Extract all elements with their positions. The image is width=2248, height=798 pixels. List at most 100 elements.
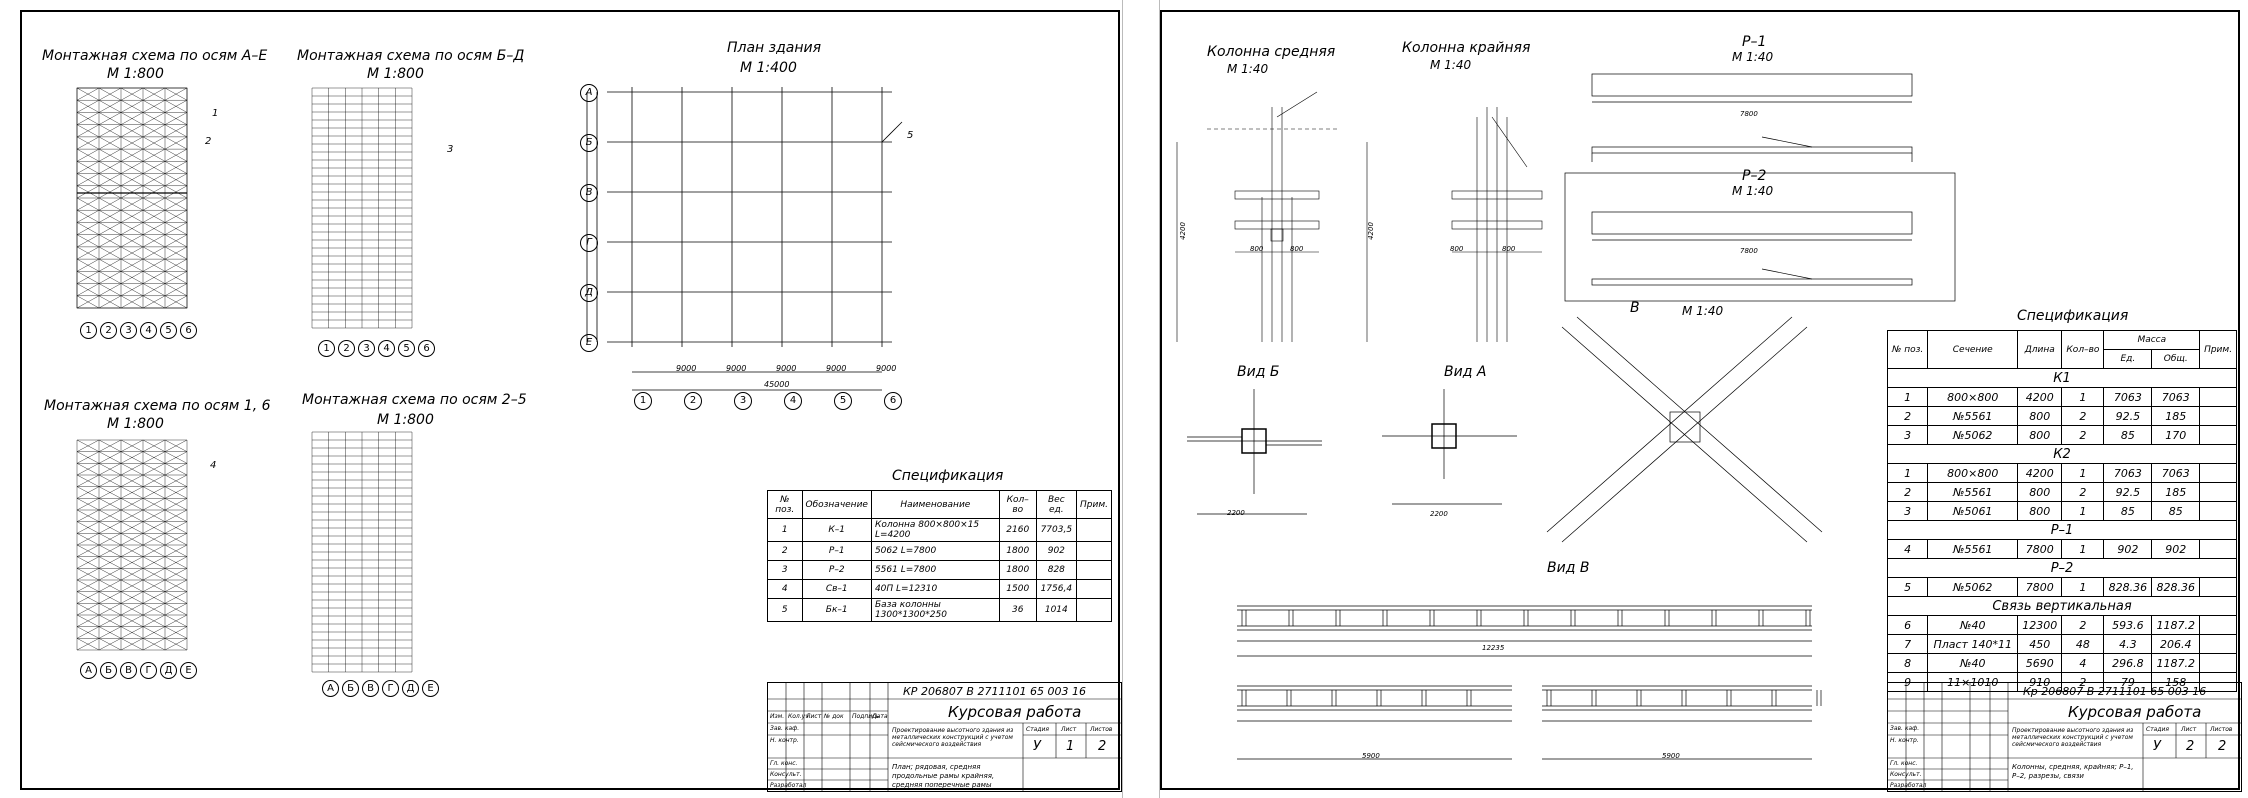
- role-2-2: Н. контр.: [1890, 737, 1919, 744]
- table-cell: [2199, 653, 2237, 673]
- table-cell: 4200: [2017, 387, 2063, 407]
- rev-col-3: Лист: [806, 713, 822, 720]
- table-cell: 92.5: [2103, 406, 2153, 426]
- table-cell: 3: [767, 560, 803, 580]
- table-cell: 2: [2061, 615, 2105, 635]
- table-cell: 7063: [2151, 387, 2201, 407]
- sheet-value-2: 2: [2186, 739, 2195, 754]
- plan-col-bubble: 2: [684, 392, 702, 410]
- table-cell: [2199, 387, 2237, 407]
- plan-row-bubble: В: [580, 184, 598, 202]
- view-v-drawing: [1237, 605, 1822, 760]
- scheme-ae-drawing: [76, 87, 188, 309]
- brace-total: 12235: [1482, 644, 1505, 652]
- table-cell: Масса: [2103, 330, 2201, 350]
- sheet-gap: [1122, 0, 1160, 798]
- plan-col-bubble: 3: [734, 392, 752, 410]
- doc-desc-1: Проектирование высотного здания из метал…: [892, 727, 1014, 748]
- table-cell: Наименование: [870, 490, 1000, 519]
- table-cell: 828: [1035, 560, 1077, 580]
- view-v-scale: М 1:40: [1682, 304, 1724, 318]
- table-cell: 1: [1886, 387, 1929, 407]
- view-b-title: Вид Б: [1237, 364, 1280, 380]
- table-cell: 2: [2061, 425, 2105, 445]
- table-cell: [1075, 541, 1113, 561]
- axis-bubble: 4: [140, 322, 157, 339]
- table-cell: 4200: [2017, 463, 2063, 483]
- col-mid-scale: М 1:40: [1227, 62, 1269, 76]
- view-v-label: В: [1630, 300, 1640, 316]
- r2-title: Р–2: [1742, 168, 1767, 184]
- table-cell: 170: [2151, 425, 2201, 445]
- table-cell: 800: [2017, 425, 2063, 445]
- axis-bubble: Е: [422, 680, 439, 697]
- plan-title: План здания: [727, 40, 822, 56]
- plan-dim-total: 45000: [764, 380, 790, 389]
- table-cell: 593.6: [2103, 615, 2153, 635]
- plan-scale: М 1:400: [740, 60, 797, 76]
- axis-bubble: В: [120, 662, 137, 679]
- axis-bubble: 5: [160, 322, 177, 339]
- plan-col-bubble: 5: [834, 392, 852, 410]
- table-cell: 1014: [1035, 598, 1077, 622]
- view-a-drawing: [1382, 389, 1517, 505]
- table-cell: [2199, 539, 2237, 559]
- doc-desc2-2: Колонны, средняя, крайняя; Р–1, Р–2, раз…: [2012, 763, 2134, 780]
- stage-value-1: У: [1033, 739, 1041, 754]
- table-cell: 7063: [2103, 463, 2153, 483]
- table-cell: 1: [2061, 387, 2105, 407]
- table-cell: №5561: [1927, 539, 2019, 559]
- axis-bubble: 6: [180, 322, 197, 339]
- axis-bubble: 3: [120, 322, 137, 339]
- axis-bubble: 1: [80, 322, 97, 339]
- table-cell: 12300: [2017, 615, 2063, 635]
- view-a-title: Вид А: [1444, 364, 1487, 380]
- callout-2: 2: [205, 136, 212, 147]
- col-mid-w2: 800: [1290, 245, 1304, 253]
- table-cell: 2: [1886, 406, 1929, 426]
- table-cell: 828.36: [2151, 577, 2201, 597]
- x-bracing-drawing: [1546, 316, 1823, 543]
- plan-row-bubble: Г: [580, 234, 598, 252]
- table-cell: 206.4: [2151, 634, 2201, 654]
- doc-title-2: Курсовая работа: [2068, 703, 2202, 721]
- beams-drawing: [1564, 73, 1956, 302]
- table-cell: 450: [2017, 634, 2063, 654]
- table-cell: 92.5: [2103, 482, 2153, 502]
- table-cell: 8: [1886, 653, 1929, 673]
- col-mid-title: Колонна средняя: [1207, 44, 1336, 60]
- sheet-label-2: Лист: [2181, 726, 2197, 733]
- table-cell: 5561 L=7800: [870, 560, 1000, 580]
- table-cell: Р–2: [801, 560, 872, 580]
- table-cell: Длина: [2017, 330, 2063, 369]
- table-cell: 85: [2151, 501, 2201, 521]
- r1-scale: М 1:40: [1732, 50, 1774, 64]
- axis-bubble: А: [80, 662, 97, 679]
- half-total-1: 5900: [1362, 752, 1380, 760]
- col-edge-height: 4200: [1366, 222, 1375, 240]
- table-cell: № поз.: [1886, 330, 1929, 369]
- table-cell: 902: [2151, 539, 2201, 559]
- rev-col-1: Изм.: [770, 713, 785, 720]
- stage-label-1: Стадия: [1026, 726, 1050, 733]
- scheme-25-title: Монтажная схема по осям 2–5: [302, 392, 527, 408]
- table-cell: К1: [1887, 368, 2237, 388]
- plan-row-bubble: А: [580, 84, 598, 102]
- r1-length: 7800: [1740, 110, 1758, 118]
- table-cell: 7: [1886, 634, 1929, 654]
- table-cell: №5561: [1927, 482, 2019, 502]
- doc-code-2: Кр 206807 В 2711101 65 003 16: [2023, 685, 2207, 698]
- r2-length: 7800: [1740, 247, 1758, 255]
- table-cell: [2199, 425, 2237, 445]
- table-cell: [1075, 598, 1113, 622]
- table-cell: 2: [2061, 406, 2105, 426]
- half-total-2: 5900: [1662, 752, 1680, 760]
- building-plan: [586, 87, 903, 391]
- table-cell: 902: [1035, 541, 1077, 561]
